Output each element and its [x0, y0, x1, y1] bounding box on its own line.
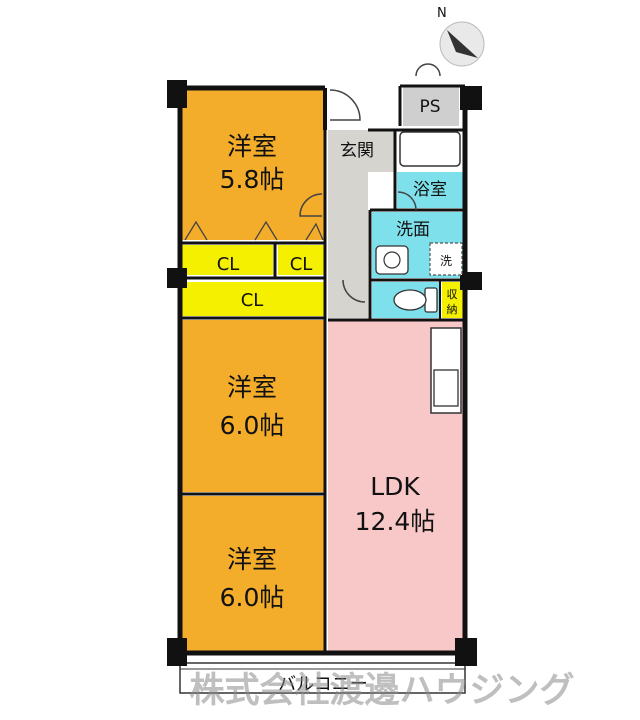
closet-right-label: CL	[290, 254, 313, 275]
washer-label: 洗	[440, 254, 452, 268]
toilet-tank	[424, 287, 438, 313]
compass: N	[437, 6, 485, 67]
closet-wide-label: CL	[241, 290, 264, 311]
bedroom-mid	[180, 320, 325, 492]
ldk-name: LDK	[370, 472, 420, 501]
closet-left-label: CL	[217, 254, 240, 275]
bath-label: 浴室	[413, 180, 447, 200]
washroom-label: 洗面	[396, 220, 430, 240]
ldk-size: 12.4帖	[355, 507, 436, 536]
wall-posts	[167, 80, 482, 666]
walls	[177, 84, 468, 656]
balcony: バルコニー	[179, 662, 466, 695]
ps-label: PS	[419, 97, 440, 117]
bedroom-bottom	[180, 496, 325, 653]
closet-left	[180, 245, 273, 275]
bedroom-mid-name: 洋室	[227, 373, 277, 402]
closet-wide	[180, 282, 325, 316]
company-watermark: 株式会社渡邊ハウジング	[189, 671, 574, 711]
bathtub	[399, 131, 461, 167]
bedroom-bottom-size: 6.0帖	[220, 583, 285, 612]
room-labels: 洋室 5.8帖 CL CL CL 洋室 6.0帖 洋室 6.0帖 LDK 12.…	[217, 97, 458, 612]
bedroom-top	[180, 88, 325, 240]
compass-label: N	[437, 6, 447, 21]
storage	[442, 282, 463, 318]
entrance-floor	[328, 130, 394, 172]
storage-label-1: 収	[447, 288, 458, 301]
bathroom	[397, 172, 463, 208]
bedroom-bottom-name: 洋室	[227, 545, 277, 574]
storage-label-2: 納	[447, 303, 458, 316]
bedroom-mid-size: 6.0帖	[220, 411, 285, 440]
closet-right	[278, 245, 325, 275]
balcony-label: バルコニー	[278, 674, 368, 695]
fixtures	[375, 131, 463, 414]
door-swings	[299, 63, 441, 303]
kitchen-sink	[433, 369, 459, 407]
bedroom-top-name: 洋室	[227, 132, 277, 161]
closet-door-marks	[184, 220, 324, 241]
bedroom-top-size: 5.8帖	[220, 165, 285, 194]
washer-box	[429, 242, 463, 276]
ps-space	[403, 86, 459, 126]
toilet-bowl	[393, 289, 427, 311]
entrance-label: 玄関	[340, 141, 374, 161]
